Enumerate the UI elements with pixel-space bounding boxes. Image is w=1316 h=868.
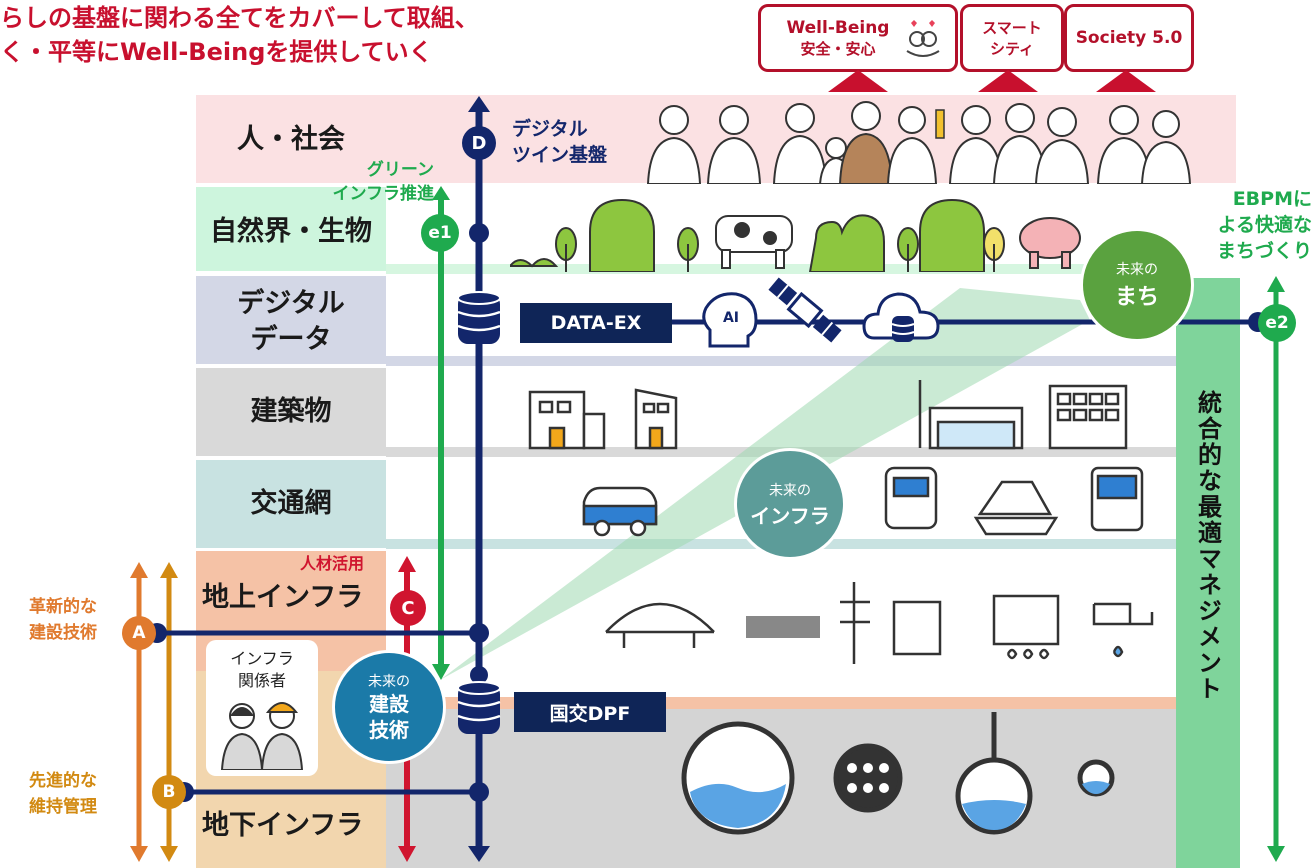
workers-icon <box>220 702 304 770</box>
arrow-up-icon <box>1267 276 1285 292</box>
arrow-down-icon <box>398 846 416 862</box>
circle-small-text: 未来の <box>769 482 811 499</box>
layer-label-nature: 自然界・生物 <box>210 216 372 247</box>
circle-big-text: まち <box>1114 285 1159 310</box>
arrow-up-icon <box>468 96 490 112</box>
data-ex-box: DATA-EX <box>520 303 672 343</box>
advanced-label: 先進的な 維持管理 <box>29 771 97 817</box>
cloud-database-icon <box>862 292 940 342</box>
integrated-management-label: 統合的な最適マネジメント <box>1193 390 1222 702</box>
future-construction-circle: 未来の 建設 技術 <box>332 650 446 764</box>
ground-infra-illustration <box>605 582 1154 664</box>
layer-label-people: 人・社会 <box>237 124 345 155</box>
layer-label-bg <box>196 460 386 548</box>
badge-line: 安全・安心 <box>800 39 876 58</box>
transport-illustration <box>582 466 1144 537</box>
node-a: A <box>122 616 156 650</box>
circle-small-text: 未来の <box>1116 262 1158 278</box>
stakeholders-label: インフラ 関係者 <box>230 649 294 690</box>
future-infra-circle: 未来の インフラ <box>734 448 846 560</box>
arrow-up-icon <box>432 186 450 200</box>
layer-label-bg <box>196 187 386 271</box>
layer-label-underground-infra: 地下インフラ <box>202 810 364 841</box>
circle-big-text: インフラ <box>750 503 830 528</box>
badge-line: シティ <box>989 40 1035 58</box>
satellite-icon <box>768 277 842 343</box>
arrow-down-icon <box>130 846 148 862</box>
digital-twin-label: デジタル ツイン基盤 <box>512 118 608 166</box>
node-b: B <box>152 775 186 809</box>
arrow-up-icon <box>130 562 148 578</box>
layer-label-bg <box>196 276 386 364</box>
digital-line: デジタル <box>237 288 345 319</box>
headline-line1: らしの基盤に関わる全てをカバーして取組、 <box>0 4 479 32</box>
layer-label-building: 建築物 <box>250 396 332 427</box>
database-icon <box>457 291 501 344</box>
up-triangle-icon <box>1096 70 1156 92</box>
arrow-down-icon <box>468 846 490 862</box>
layer-floor <box>386 264 1126 274</box>
layer-floor <box>386 356 1176 366</box>
arrow-up-icon <box>160 562 178 578</box>
arrow-up-icon <box>398 556 416 572</box>
headline-line2: く・平等にWell-Beingを提供していく <box>0 38 433 66</box>
up-triangle-icon <box>828 70 888 92</box>
ai-head-icon: AI <box>702 292 758 348</box>
circle-small-text: 未来の <box>368 674 410 690</box>
up-triangle-icon <box>978 70 1038 92</box>
nature-illustration <box>510 198 1081 272</box>
node-d: D <box>462 126 496 160</box>
buildings-illustration <box>528 380 1128 450</box>
layer-label-transport: 交通網 <box>250 488 332 519</box>
underground-pipes <box>681 712 1115 835</box>
dpf-box: 国交DPF <box>514 692 666 732</box>
layer-label-bg <box>196 368 386 456</box>
stakeholders-card: インフラ 関係者 <box>206 640 318 776</box>
badge-line: Well-Being <box>786 17 890 38</box>
ai-text: AI <box>723 310 739 326</box>
family-hearts-icon <box>906 20 940 57</box>
integrated-management-bar <box>1176 278 1240 868</box>
green-infra-label: グリーン インフラ推進 <box>332 160 435 204</box>
data-line: データ <box>250 324 332 355</box>
node-c: C <box>390 590 426 626</box>
badge-line: スマート <box>982 19 1042 37</box>
arrow-down-icon <box>1267 846 1285 862</box>
people-illustration <box>646 101 1192 184</box>
layer-label-digital: デジタルデータ <box>196 282 386 362</box>
node-e1: e1 <box>421 214 459 252</box>
badge-line: Society 5.0 <box>1075 28 1183 48</box>
node-e2: e2 <box>1258 304 1296 342</box>
smartcity-badge: スマート シティ <box>960 4 1064 72</box>
database-icon <box>457 681 501 734</box>
innovative-label: 革新的な 建設技術 <box>29 597 97 643</box>
layer-label-ground-infra: 地上インフラ <box>202 582 364 613</box>
badge-arrows <box>828 70 1156 92</box>
society5-badge: Society 5.0 <box>1064 4 1194 72</box>
circle-big-text: 建設 技術 <box>369 692 409 742</box>
talent-label: 人材活用 <box>300 554 365 573</box>
ebpm-label: EBPMに よる快適な まちづくり <box>1216 188 1312 262</box>
arrow-down-icon <box>160 846 178 862</box>
arrow-down-icon <box>432 664 450 680</box>
future-town-circle: 未来の まち <box>1080 228 1194 342</box>
